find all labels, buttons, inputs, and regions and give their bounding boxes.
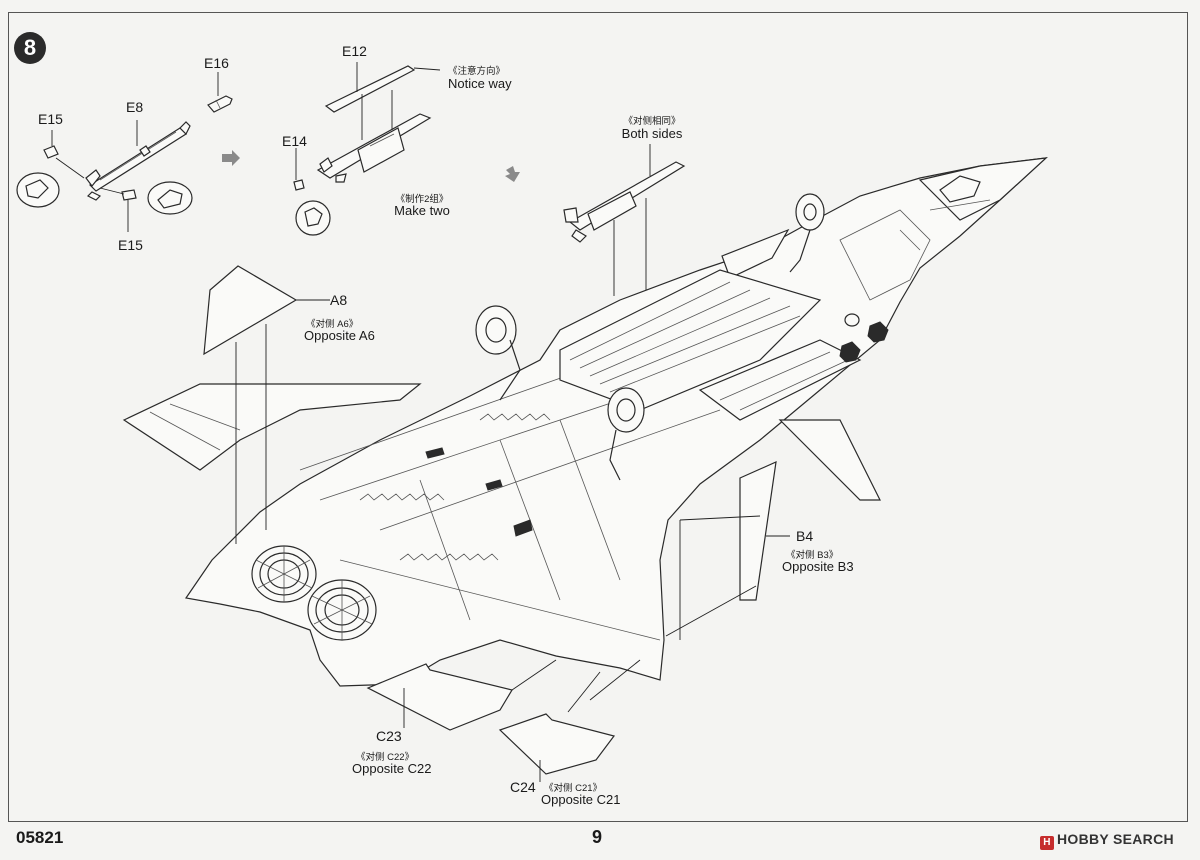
part-b4-panel — [665, 461, 790, 640]
part-e16 — [207, 72, 233, 113]
label-a8: A8 — [330, 292, 348, 308]
engine-nozzle-right — [307, 579, 377, 641]
label-e15-top: E15 — [38, 111, 63, 127]
part-c24-panel — [498, 659, 641, 782]
note-notice-cn: 《注意方向》 — [448, 66, 506, 77]
note-make-two-cn: 《制作2组》 — [395, 194, 449, 205]
part-e15-bottom — [99, 181, 193, 232]
label-e14: E14 — [282, 133, 307, 149]
note-make-two-en: Make two — [394, 203, 450, 218]
watermark-logo-icon: H — [1040, 836, 1054, 850]
part-a8-panel — [203, 265, 330, 544]
note-opposite-c22-en: Opposite C22 — [352, 761, 432, 776]
note-opposite-b3-cn: 《对侧 B3》 — [786, 550, 839, 561]
missile-both-sides — [563, 144, 686, 296]
landing-gear-nose — [789, 193, 825, 273]
note-both-sides-cn: 《对侧相同》 — [623, 116, 681, 127]
part-e15-top — [16, 130, 85, 208]
label-b4: B4 — [796, 528, 814, 544]
note-opposite-c21-cn: 《对侧 C21》 — [544, 783, 603, 794]
missile-e14-assembly — [293, 90, 432, 236]
note-opposite-a6-en: Opposite A6 — [304, 328, 375, 343]
step-number-badge: 8 — [14, 32, 46, 64]
note-opposite-a6-cn: 《对侧 A6》 — [306, 319, 359, 330]
watermark-text: HOBBY SEARCH — [1057, 831, 1174, 847]
note-opposite-c21-en: Opposite C21 — [541, 792, 621, 807]
label-c24: C24 — [510, 779, 536, 795]
note-both-sides-en: Both sides — [621, 126, 683, 141]
missile-e8-assembly — [85, 120, 191, 201]
page-number: 9 — [592, 827, 603, 847]
note-notice-en: Notice way — [448, 76, 512, 91]
label-e12: E12 — [342, 43, 367, 59]
note-opposite-b3-en: Opposite B3 — [782, 559, 854, 574]
step-arrow-right — [222, 150, 240, 166]
landing-gear-main-left — [475, 305, 521, 401]
step-arrow-down — [505, 166, 520, 182]
part-c23-panel — [366, 659, 557, 731]
label-e16: E16 — [204, 55, 229, 71]
landing-gear-main-right — [607, 387, 645, 481]
page-border — [8, 12, 1188, 822]
label-c23: C23 — [376, 728, 402, 744]
label-e8: E8 — [126, 99, 144, 115]
document-number: 05821 — [16, 828, 64, 847]
part-e12-rail — [324, 62, 441, 113]
engine-nozzle-left — [251, 545, 317, 603]
label-e15-bottom: E15 — [118, 237, 143, 253]
note-opposite-c22-cn: 《对侧 C22》 — [356, 752, 415, 763]
